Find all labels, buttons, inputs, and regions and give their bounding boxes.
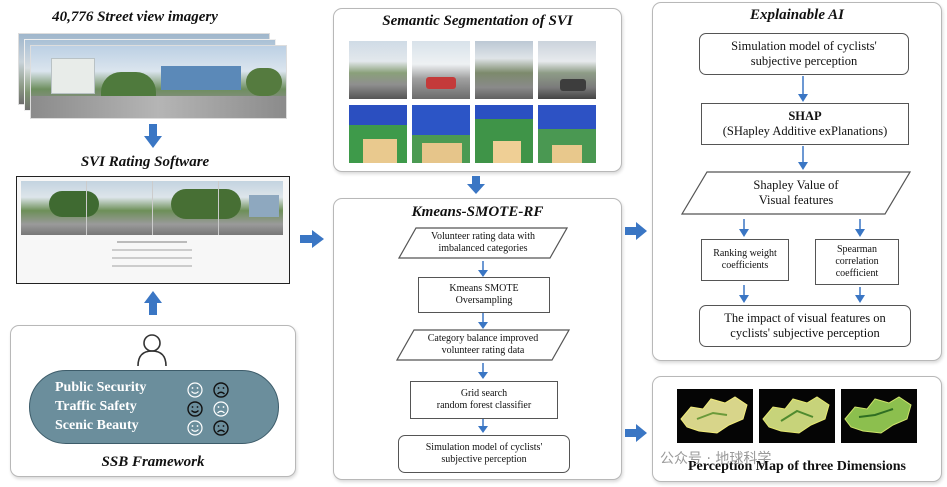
step-imbalanced-data-line2: imbalanced categories <box>438 243 528 254</box>
spearman-box: Spearman correlation coefficient <box>815 239 899 285</box>
xai-simulation-model-line1: Simulation model of cyclists' <box>731 39 877 53</box>
arrow-down-step-1 <box>478 261 488 277</box>
rating-software-title: SVI Rating Software <box>80 154 210 170</box>
impact-line1: The impact of visual features on <box>724 311 886 325</box>
arrow-down-1 <box>144 124 162 148</box>
ssb-item-traffic-safety: Traffic Safety <box>55 399 137 414</box>
ranking-weight-box: Ranking weight coefficients <box>701 239 789 281</box>
step-grid-search-rf: Grid search random forest classifier <box>410 381 558 419</box>
perception-map-1 <box>677 389 753 443</box>
shapley-value-line1: Shapley Value of <box>753 178 839 192</box>
segmentation-panel: Semantic Segmentation of SVI <box>333 8 622 172</box>
arrow-down-xai-4a <box>739 285 749 303</box>
segmentation-mask-1 <box>349 105 407 163</box>
kmeans-smote-rf-title: Kmeans-SMOTE-RF <box>411 204 544 220</box>
ssb-criteria-oval <box>29 370 279 444</box>
segmentation-title: Semantic Segmentation of SVI <box>382 13 573 29</box>
arrow-up-1 <box>144 291 162 315</box>
arrow-down-xai-4b <box>855 287 865 303</box>
perception-map-2 <box>759 389 835 443</box>
step-kmeans-smote-line1: Kmeans SMOTE <box>449 283 519 294</box>
ranking-weight-line1: Ranking weight <box>713 248 777 259</box>
shap-box: SHAP (SHapley Additive exPlanations) <box>701 103 909 145</box>
kmeans-smote-rf-panel: Kmeans-SMOTE-RF Volunteer rating data wi… <box>333 198 622 480</box>
arrow-down-xai-1 <box>798 76 808 102</box>
perception-map-panel: Perception Map of three Dimensions <box>652 376 942 482</box>
impact-line2: cyclists' subjective perception <box>730 326 880 340</box>
step-simulation-model-line1: Simulation model of cyclists' <box>425 442 543 453</box>
ssb-framework-panel: Public Security Traffic Safety Scenic Be… <box>10 325 296 477</box>
shap-title: SHAP <box>788 109 822 123</box>
arrow-down-xai-3a <box>739 219 749 237</box>
shapley-value-box: Shapley Value of Visual features <box>681 171 911 215</box>
shap-subtitle: (SHapley Additive exPlanations) <box>722 124 888 138</box>
perception-map-3 <box>841 389 917 443</box>
shapley-value-line2: Visual features <box>758 193 834 207</box>
step-balanced-data: Category balance improved volunteer rati… <box>396 329 570 361</box>
sad-face-icon <box>213 401 229 417</box>
step-imbalanced-data-line1: Volunteer rating data with <box>431 231 535 242</box>
arrow-down-step-2 <box>478 313 488 329</box>
perception-map-title: Perception Map of three Dimensions <box>687 459 906 474</box>
arrow-right-2 <box>625 222 647 240</box>
sad-face-icon <box>213 420 229 436</box>
smile-face-icon <box>187 401 203 417</box>
arrow-down-xai-3b <box>855 219 865 237</box>
spearman-line3: coefficient <box>835 268 879 279</box>
smile-face-icon <box>187 420 203 436</box>
segmentation-mask-3 <box>475 105 533 163</box>
xai-simulation-model-line2: subjective perception <box>750 54 858 68</box>
ranking-weight-line2: coefficients <box>721 260 769 271</box>
arrow-down-step-4 <box>478 419 488 433</box>
xai-simulation-model: Simulation model of cyclists' subjective… <box>699 33 909 75</box>
ssb-framework-title: SSB Framework <box>101 454 205 470</box>
person-icon <box>137 334 167 367</box>
rating-software-screenshot <box>16 176 290 284</box>
arrow-right-1 <box>300 230 324 248</box>
step-grid-search-rf-line1: Grid search <box>460 388 508 399</box>
ssb-item-public-security: Public Security <box>55 380 147 395</box>
arrow-down-2 <box>467 176 485 194</box>
street-view-photo-stack <box>18 33 288 119</box>
step-simulation-model-line2: subjective perception <box>441 454 527 465</box>
watermark-text: 公众号 · 地球科学 <box>660 451 772 467</box>
step-imbalanced-data: Volunteer rating data with imbalanced ca… <box>398 227 568 259</box>
segmentation-mask-4 <box>538 105 596 163</box>
step-grid-search-rf-line2: random forest classifier <box>436 400 532 411</box>
arrow-down-step-3 <box>478 363 488 379</box>
ssb-item-scenic-beauty: Scenic Beauty <box>55 418 139 433</box>
arrow-down-xai-2 <box>798 146 808 170</box>
svi-count-title: 40,776 Street view imagery <box>52 9 218 25</box>
arrow-right-3 <box>625 424 647 442</box>
step-simulation-model: Simulation model of cyclists' subjective… <box>398 435 570 473</box>
svi-photo-1 <box>349 41 407 99</box>
step-kmeans-smote: Kmeans SMOTE Oversampling <box>418 277 550 313</box>
step-kmeans-smote-line2: Oversampling <box>455 295 513 306</box>
explainable-ai-title: Explainable AI <box>749 7 845 23</box>
segmentation-mask-2 <box>412 105 470 163</box>
explainable-ai-panel: Explainable AI Simulation model of cycli… <box>652 2 942 361</box>
smile-face-icon <box>187 382 203 398</box>
svi-photo-3 <box>475 41 533 99</box>
impact-box: The impact of visual features on cyclist… <box>699 305 911 347</box>
sad-face-icon <box>213 382 229 398</box>
svi-photo-2 <box>412 41 470 99</box>
spearman-line1: Spearman <box>837 244 877 255</box>
svi-photo-4 <box>538 41 596 99</box>
step-balanced-data-line1: Category balance improved <box>427 333 539 344</box>
spearman-line2: correlation <box>835 256 879 267</box>
step-balanced-data-line2: volunteer rating data <box>441 345 525 356</box>
